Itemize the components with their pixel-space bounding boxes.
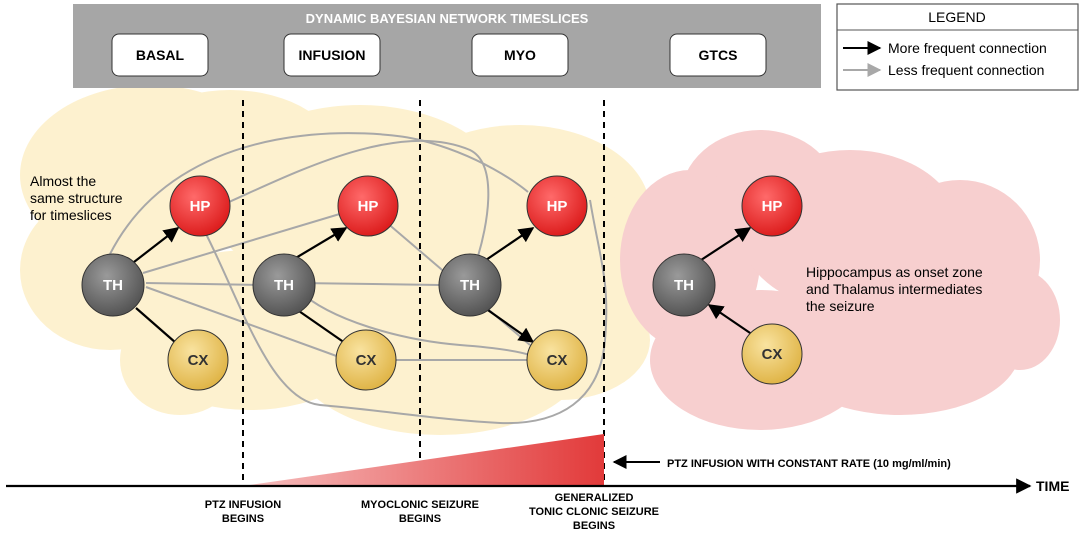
left-annotation: Almost the same structure for timeslices: [30, 173, 123, 223]
node-cx-infusion: CX: [335, 329, 397, 391]
legend-more-label: More frequent connection: [888, 40, 1047, 56]
timeslice-gtcs[interactable]: GTCS: [669, 33, 767, 77]
node-cx-gtcs: CX: [741, 323, 803, 385]
infusion-label: PTZ INFUSION WITH CONSTANT RATE (10 mg/m…: [667, 458, 951, 470]
timeslice-infusion[interactable]: INFUSION: [283, 33, 381, 77]
strong-connections: [133, 227, 757, 344]
svg-text:TONIC CLONIC SEIZURE: TONIC CLONIC SEIZURE: [529, 506, 659, 518]
svg-text:CX: CX: [188, 352, 209, 369]
header-title: DYNAMIC BAYESIAN NETWORK TIMESLICES: [306, 11, 589, 26]
pink-cloud: [620, 130, 1060, 430]
timeslice-basal-label: BASAL: [136, 47, 185, 63]
infusion-wedge: [243, 434, 604, 486]
node-hp-basal: HP: [169, 175, 231, 237]
svg-text:the seizure: the seizure: [806, 298, 875, 314]
weak-connections: [107, 132, 608, 425]
timeslice-myo-label: MYO: [504, 47, 536, 63]
node-cx-basal: CX: [167, 329, 229, 391]
svg-text:CX: CX: [762, 346, 783, 363]
svg-text:for timeslices: for timeslices: [30, 207, 112, 223]
right-annotation: Hippocampus as onset zone and Thalamus i…: [806, 264, 983, 314]
svg-text:BEGINS: BEGINS: [399, 513, 441, 525]
svg-text:TH: TH: [674, 277, 694, 294]
time-label: TIME: [1036, 478, 1069, 494]
event-gtcs: GENERALIZED TONIC CLONIC SEIZURE BEGINS: [529, 492, 659, 532]
legend: LEGEND More frequent connection Less fre…: [836, 3, 1079, 91]
svg-text:Hippocampus as onset zone: Hippocampus as onset zone: [806, 264, 983, 280]
svg-text:GENERALIZED: GENERALIZED: [555, 492, 634, 504]
legend-less-label: Less frequent connection: [888, 62, 1044, 78]
node-hp-gtcs: HP: [741, 175, 803, 237]
node-th-infusion: TH: [252, 253, 316, 317]
svg-text:same structure: same structure: [30, 190, 123, 206]
svg-text:CX: CX: [356, 352, 377, 369]
timeslice-basal[interactable]: BASAL: [111, 33, 209, 77]
svg-text:HP: HP: [358, 198, 379, 215]
timeslice-myo[interactable]: MYO: [471, 33, 569, 77]
svg-text:TH: TH: [103, 277, 123, 294]
svg-text:TH: TH: [460, 277, 480, 294]
svg-text:TH: TH: [274, 277, 294, 294]
node-hp-infusion: HP: [337, 175, 399, 237]
node-th-myo: TH: [438, 253, 502, 317]
svg-text:BEGINS: BEGINS: [222, 513, 264, 525]
event-ptz-infusion: PTZ INFUSION BEGINS: [205, 499, 281, 525]
legend-title: LEGEND: [928, 9, 986, 25]
svg-text:Almost the: Almost the: [30, 173, 96, 189]
event-myoclonic: MYOCLONIC SEIZURE BEGINS: [361, 499, 479, 525]
svg-text:PTZ INFUSION: PTZ INFUSION: [205, 499, 281, 511]
svg-text:HP: HP: [190, 198, 211, 215]
svg-text:and Thalamus intermediates: and Thalamus intermediates: [806, 281, 982, 297]
svg-text:MYOCLONIC SEIZURE: MYOCLONIC SEIZURE: [361, 499, 479, 511]
node-th-gtcs: TH: [652, 253, 716, 317]
timeslice-infusion-label: INFUSION: [299, 47, 366, 63]
svg-text:HP: HP: [547, 198, 568, 215]
svg-text:BEGINS: BEGINS: [573, 520, 615, 532]
node-cx-myo: CX: [526, 329, 588, 391]
node-hp-myo: HP: [526, 175, 588, 237]
timeslice-gtcs-label: GTCS: [699, 47, 738, 63]
timeslice-separators: [242, 100, 605, 484]
svg-text:CX: CX: [547, 352, 568, 369]
svg-text:HP: HP: [762, 198, 783, 215]
node-th-basal: TH: [81, 253, 145, 317]
